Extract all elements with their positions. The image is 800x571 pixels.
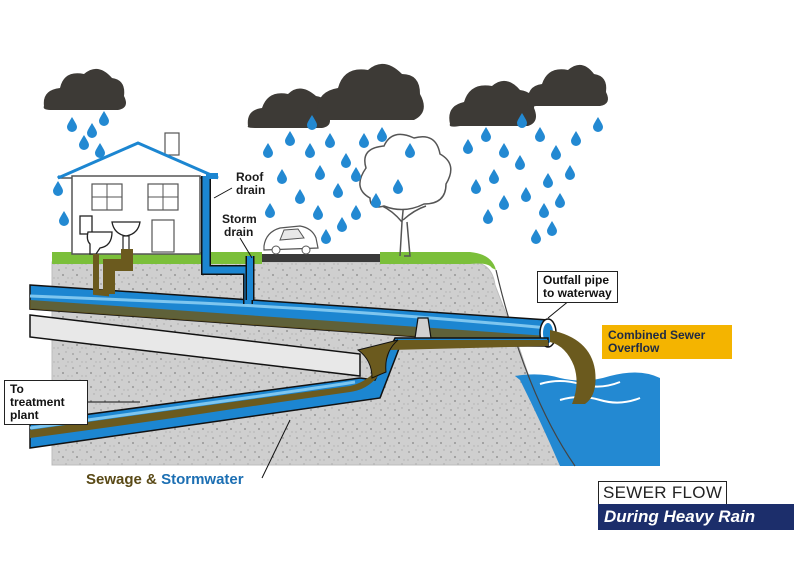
- cliff-edge: [495, 269, 576, 467]
- combined-sewer-overflow-label: Combined Sewer Overflow: [602, 325, 732, 359]
- grass-surface-right: [380, 252, 470, 264]
- cloud-icon: [247, 88, 330, 128]
- outfall-label-line2: to waterway: [543, 286, 612, 300]
- waterway: [515, 372, 660, 466]
- cloud-icon: [527, 64, 608, 107]
- car-icon: [263, 225, 319, 255]
- legend-stormwater: Stormwater: [161, 471, 244, 488]
- overflow-stream: [550, 330, 596, 404]
- legend: Sewage & Stormwater: [86, 471, 244, 488]
- outfall-label-line1: Outfall pipe: [543, 273, 609, 287]
- treatment-plant-label: To treatment plant: [4, 380, 88, 425]
- outfall-pipe-label: Outfall pipe to waterway: [537, 271, 618, 303]
- cloud-icon: [43, 68, 126, 110]
- legend-sewage: Sewage: [86, 471, 142, 488]
- tree-icon: [359, 133, 452, 257]
- storm-drain-label-2: drain: [224, 225, 253, 239]
- toilet-icon: [79, 215, 113, 255]
- diagram-title: SEWER FLOW During Heavy Rain: [598, 481, 794, 530]
- title-top: SEWER FLOW: [598, 481, 728, 504]
- storm-drain-label: Storm: [222, 212, 257, 226]
- cloud-icon: [449, 80, 536, 127]
- cso-label-line1: Combined Sewer: [608, 328, 706, 342]
- treatment-label-line3: plant: [10, 408, 39, 422]
- combined-sewer-main: [29, 314, 361, 377]
- street-surface: [262, 254, 380, 262]
- cloud-icon: [317, 63, 424, 121]
- sink-icon: [111, 221, 141, 253]
- house: [56, 132, 219, 255]
- roof-drain-label: Roof: [236, 170, 264, 184]
- legend-ampersand: &: [146, 471, 157, 488]
- house-lateral: [93, 249, 133, 297]
- cso-label-line2: Overflow: [608, 341, 660, 355]
- treatment-label-line1: To: [10, 382, 24, 396]
- treatment-label-line2: treatment: [10, 395, 65, 409]
- title-bottom: During Heavy Rain: [598, 504, 794, 530]
- roof-drain-label-2: drain: [236, 183, 265, 197]
